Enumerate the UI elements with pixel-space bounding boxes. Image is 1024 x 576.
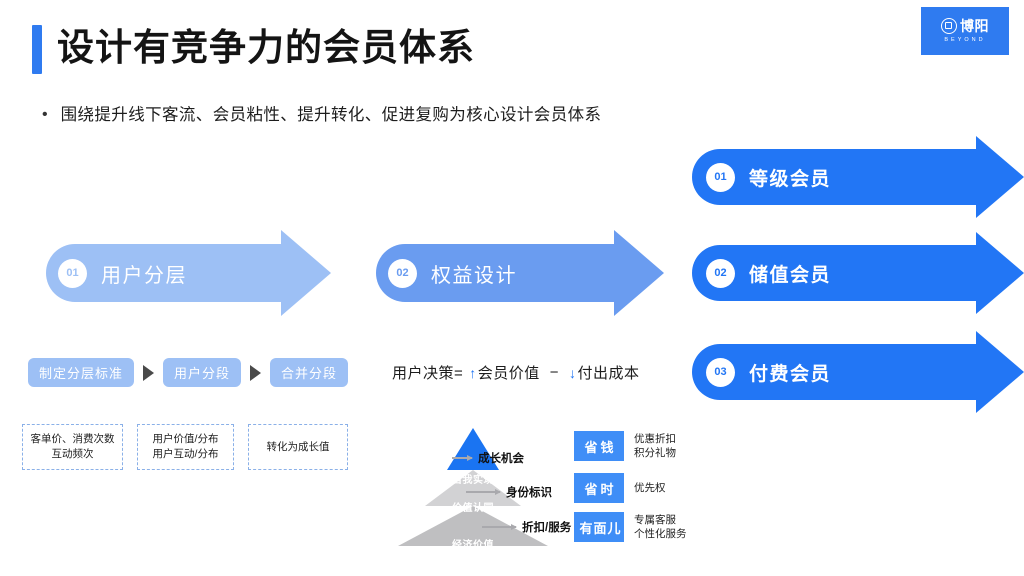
- decision-formula: 用户决策= ↑ 会员价值 − ↓ 付出成本: [392, 362, 640, 383]
- step-detail-box-2: 用户价值/分布 用户互动/分布: [137, 424, 234, 470]
- pyramid-tier-bottom: [398, 506, 548, 546]
- stage-arrow-body: 01 用户分层: [46, 244, 281, 302]
- pyramid-label-bottom: 经济价值: [452, 540, 494, 551]
- formula-negative-term: 付出成本: [577, 365, 640, 382]
- detail-line: 互动频次: [51, 448, 94, 460]
- value-pyramid: 自我实现 价值认同 经济价值: [393, 420, 553, 551]
- stage-label: 权益设计: [431, 264, 517, 287]
- pyramid-outcome-bottom: 折扣/服务: [482, 519, 571, 535]
- stage-label: 用户分层: [101, 264, 187, 287]
- member-type-arrow-paid: 03 付费会员: [692, 331, 1024, 413]
- benefit-line: 优惠折扣: [634, 433, 676, 445]
- chevron-right-icon: [250, 364, 262, 381]
- pyramid-outcome-middle: 身份标识: [466, 484, 552, 500]
- detail-line: 用户互动/分布: [152, 448, 219, 460]
- member-type-number-badge: 02: [706, 258, 735, 288]
- step-detail-row: 客单价、消费次数 互动频次 用户价值/分布 用户互动/分布 转化为成长值: [22, 424, 348, 470]
- detail-line: 客单价、消费次数: [30, 433, 115, 445]
- member-type-arrow-body: 01 等级会员: [692, 149, 976, 205]
- benefit-description: 优惠折扣 积分礼物: [634, 432, 676, 460]
- logo-chinese-name: 博阳: [960, 17, 989, 34]
- formula-minus-sign: −: [549, 364, 560, 381]
- formula-positive-term: 会员价值: [477, 365, 540, 382]
- stage-number-badge: 01: [58, 258, 87, 288]
- member-type-label: 等级会员: [749, 168, 832, 190]
- pyramid-label-middle: 价值认同: [452, 503, 494, 514]
- arrow-head-icon: [976, 331, 1024, 413]
- pyramid-outcome-label: 成长机会: [478, 453, 524, 465]
- benefit-row-save-money: 省钱 优惠折扣 积分礼物: [574, 431, 676, 461]
- benefit-tag: 省时: [574, 473, 624, 503]
- benefit-row-save-time: 省时 优先权: [574, 473, 666, 503]
- arrow-head-icon: [976, 232, 1024, 314]
- pyramid-outcome-label: 折扣/服务: [522, 522, 572, 534]
- benefit-line: 积分礼物: [634, 447, 676, 459]
- chevron-right-icon: [143, 364, 155, 381]
- subtitle-bullet: • 围绕提升线下客流、会员粘性、提升转化、促进复购为核心设计会员体系: [42, 104, 601, 126]
- logo-mark-icon: [941, 18, 957, 34]
- step-chip-1: 制定分层标准: [28, 358, 135, 387]
- benefit-line: 专属客服: [634, 514, 676, 526]
- company-logo: 博阳 BEYOND: [921, 7, 1009, 55]
- benefit-description: 优先权: [634, 481, 666, 495]
- detail-line: 转化为成长值: [266, 440, 330, 453]
- step-chip-3: 合并分段: [270, 358, 349, 387]
- step-detail-box-3: 转化为成长值: [248, 424, 348, 470]
- pyramid-outcome-label: 身份标识: [506, 487, 552, 499]
- member-type-number-badge: 03: [706, 357, 735, 387]
- arrow-up-icon: ↑: [469, 364, 477, 381]
- detail-line: 用户价值/分布: [152, 433, 219, 445]
- bullet-dot-icon: •: [42, 106, 48, 123]
- arrow-head-icon: [614, 230, 664, 316]
- pyramid-tier-middle: [425, 470, 521, 506]
- member-type-number-badge: 01: [706, 162, 735, 192]
- benefit-line: 优先权: [634, 482, 666, 494]
- title-accent-bar: [32, 25, 42, 74]
- benefit-line: 个性化服务: [634, 528, 687, 540]
- pyramid-tier-top: [447, 428, 499, 470]
- member-type-arrow-body: 02 储值会员: [692, 245, 976, 301]
- step-chip-row: 制定分层标准 用户分段 合并分段: [28, 358, 349, 387]
- arrow-down-icon: ↓: [569, 364, 577, 381]
- stage-arrow-benefit-design: 02 权益设计: [376, 230, 664, 316]
- connector-arrow-icon: [482, 524, 517, 529]
- connector-arrow-icon: [452, 455, 473, 460]
- member-type-label: 付费会员: [749, 363, 832, 385]
- benefit-row-prestige: 有面儿 专属客服 个性化服务: [574, 512, 687, 542]
- stage-arrow-body: 02 权益设计: [376, 244, 614, 302]
- formula-lead: 用户决策=: [392, 365, 464, 382]
- stage-number-badge: 02: [388, 258, 417, 288]
- pyramid-outcome-top: 成长机会: [452, 450, 524, 466]
- page-title: 设计有竞争力的会员体系: [57, 27, 475, 68]
- benefit-description: 专属客服 个性化服务: [634, 513, 687, 541]
- member-type-arrow-tier: 01 等级会员: [692, 136, 1024, 218]
- subtitle-text: 围绕提升线下客流、会员粘性、提升转化、促进复购为核心设计会员体系: [60, 106, 602, 124]
- member-type-arrow-stored-value: 02 储值会员: [692, 232, 1024, 314]
- pyramid-label-top: 自我实现: [452, 475, 494, 486]
- arrow-head-icon: [976, 136, 1024, 218]
- step-detail-box-1: 客单价、消费次数 互动频次: [22, 424, 123, 470]
- member-type-arrow-body: 03 付费会员: [692, 344, 976, 400]
- connector-arrow-icon: [466, 489, 501, 494]
- arrow-head-icon: [281, 230, 331, 316]
- step-chip-2: 用户分段: [163, 358, 242, 387]
- benefit-tag: 有面儿: [574, 512, 624, 542]
- logo-english-name: BEYOND: [944, 37, 986, 43]
- member-type-label: 储值会员: [749, 264, 832, 286]
- benefit-tag: 省钱: [574, 431, 624, 461]
- stage-arrow-user-tiering: 01 用户分层: [46, 230, 331, 316]
- logo-lockup: 博阳: [941, 18, 989, 34]
